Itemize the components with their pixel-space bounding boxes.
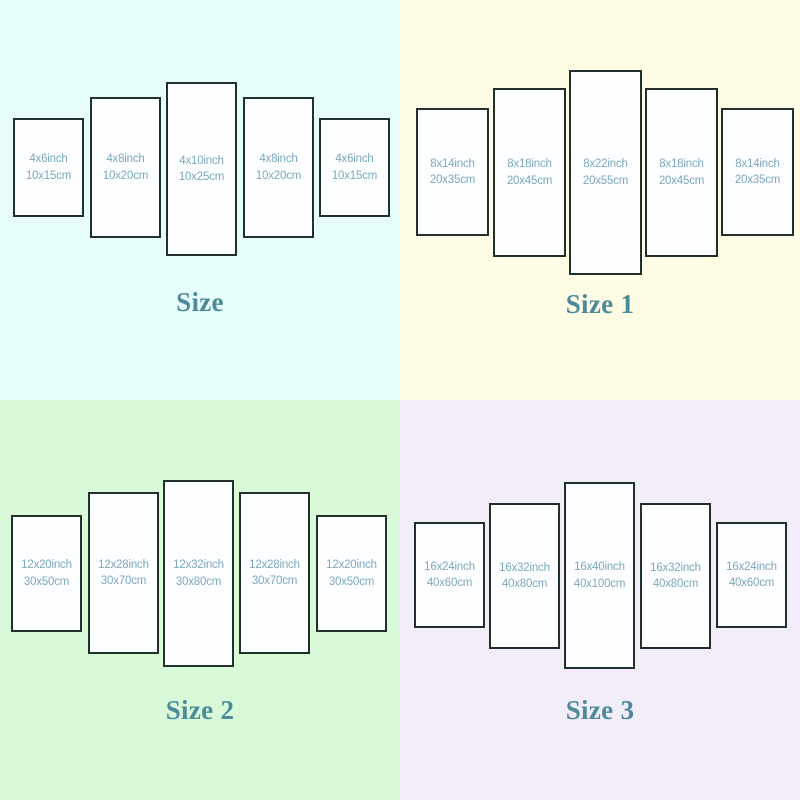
cluster-title-size-1: Size 1 <box>565 289 635 319</box>
cluster-title-size-2: Size 2 <box>165 695 235 725</box>
panel-1[interactable]: 16x24inch 40x60cm <box>414 522 485 628</box>
panel-1[interactable]: 8x14inch 20x35cm <box>416 108 489 236</box>
panel-2-label: 4x8inch 10x20cm <box>102 153 149 182</box>
panel-3-label: 4x10inch 10x25cm <box>178 154 225 183</box>
panel-5-label: 4x6inch 10x15cm <box>331 153 378 182</box>
panel-3-label: 16x40inch 40x100cm <box>573 561 626 590</box>
panel-5[interactable]: 12x20inch 30x50cm <box>316 515 387 632</box>
panel-1[interactable]: 12x20inch 30x50cm <box>11 515 82 632</box>
panel-1-label: 12x20inch 30x50cm <box>21 559 72 588</box>
panel-5-label: 8x14inch 20x35cm <box>734 157 781 186</box>
panel-4-label: 12x28inch 30x70cm <box>249 558 300 587</box>
panel-5-label: 16x24inch 40x60cm <box>726 560 777 589</box>
panel-4-label: 4x8inch 10x20cm <box>255 153 302 182</box>
quadrant-size-3: 16x24inch 40x60cm 16x32inch 40x80cm 16x4… <box>400 400 800 800</box>
panel-5[interactable]: 8x14inch 20x35cm <box>721 108 794 236</box>
panel-4[interactable]: 12x28inch 30x70cm <box>239 492 310 654</box>
quadrant-size-1: 8x14inch 20x35cm 8x18inch 20x45cm 8x22in… <box>400 0 800 400</box>
panel-4-label: 8x18inch 20x45cm <box>658 158 705 187</box>
panel-3[interactable]: 4x10inch 10x25cm <box>166 82 237 256</box>
quadrant-size-2: 12x20inch 30x50cm 12x28inch 30x70cm 12x3… <box>0 400 400 800</box>
panel-5[interactable]: 16x24inch 40x60cm <box>716 522 787 628</box>
panel-2[interactable]: 4x8inch 10x20cm <box>90 97 161 238</box>
panel-5[interactable]: 4x6inch 10x15cm <box>319 118 390 217</box>
quadrant-size: 4x6inch 10x15cm 4x8inch 10x20cm 4x10inch… <box>0 0 400 400</box>
panel-2-label: 16x32inch 40x80cm <box>499 561 550 590</box>
panel-1-label: 16x24inch 40x60cm <box>424 560 475 589</box>
panel-3-label: 12x32inch 30x80cm <box>173 559 224 588</box>
panel-2[interactable]: 8x18inch 20x45cm <box>493 88 566 257</box>
panel-1-label: 4x6inch 10x15cm <box>25 153 72 182</box>
panel-cluster-size: 4x6inch 10x15cm 4x8inch 10x20cm 4x10inch… <box>0 0 400 400</box>
panel-cluster-size-1: 8x14inch 20x35cm 8x18inch 20x45cm 8x22in… <box>400 0 800 400</box>
cluster-title-size: Size <box>176 287 224 317</box>
panel-2[interactable]: 12x28inch 30x70cm <box>88 492 159 654</box>
panel-5-label: 12x20inch 30x50cm <box>326 559 377 588</box>
panel-2-label: 12x28inch 30x70cm <box>98 558 149 587</box>
panel-4[interactable]: 8x18inch 20x45cm <box>645 88 718 257</box>
panel-3[interactable]: 8x22inch 20x55cm <box>569 70 642 275</box>
panel-cluster-size-3: 16x24inch 40x60cm 16x32inch 40x80cm 16x4… <box>400 400 800 800</box>
panel-cluster-size-2: 12x20inch 30x50cm 12x28inch 30x70cm 12x3… <box>0 400 400 800</box>
panel-1[interactable]: 4x6inch 10x15cm <box>13 118 84 217</box>
panel-4[interactable]: 16x32inch 40x80cm <box>640 503 711 649</box>
panel-3[interactable]: 12x32inch 30x80cm <box>163 480 234 667</box>
panel-3-label: 8x22inch 20x55cm <box>582 158 629 187</box>
cluster-title-size-3: Size 3 <box>565 695 635 725</box>
panel-4-label: 16x32inch 40x80cm <box>650 561 701 590</box>
panel-3[interactable]: 16x40inch 40x100cm <box>564 482 635 669</box>
panel-2-label: 8x18inch 20x45cm <box>506 158 553 187</box>
panel-1-label: 8x14inch 20x35cm <box>429 157 476 186</box>
panel-4[interactable]: 4x8inch 10x20cm <box>243 97 314 238</box>
panel-2[interactable]: 16x32inch 40x80cm <box>489 503 560 649</box>
